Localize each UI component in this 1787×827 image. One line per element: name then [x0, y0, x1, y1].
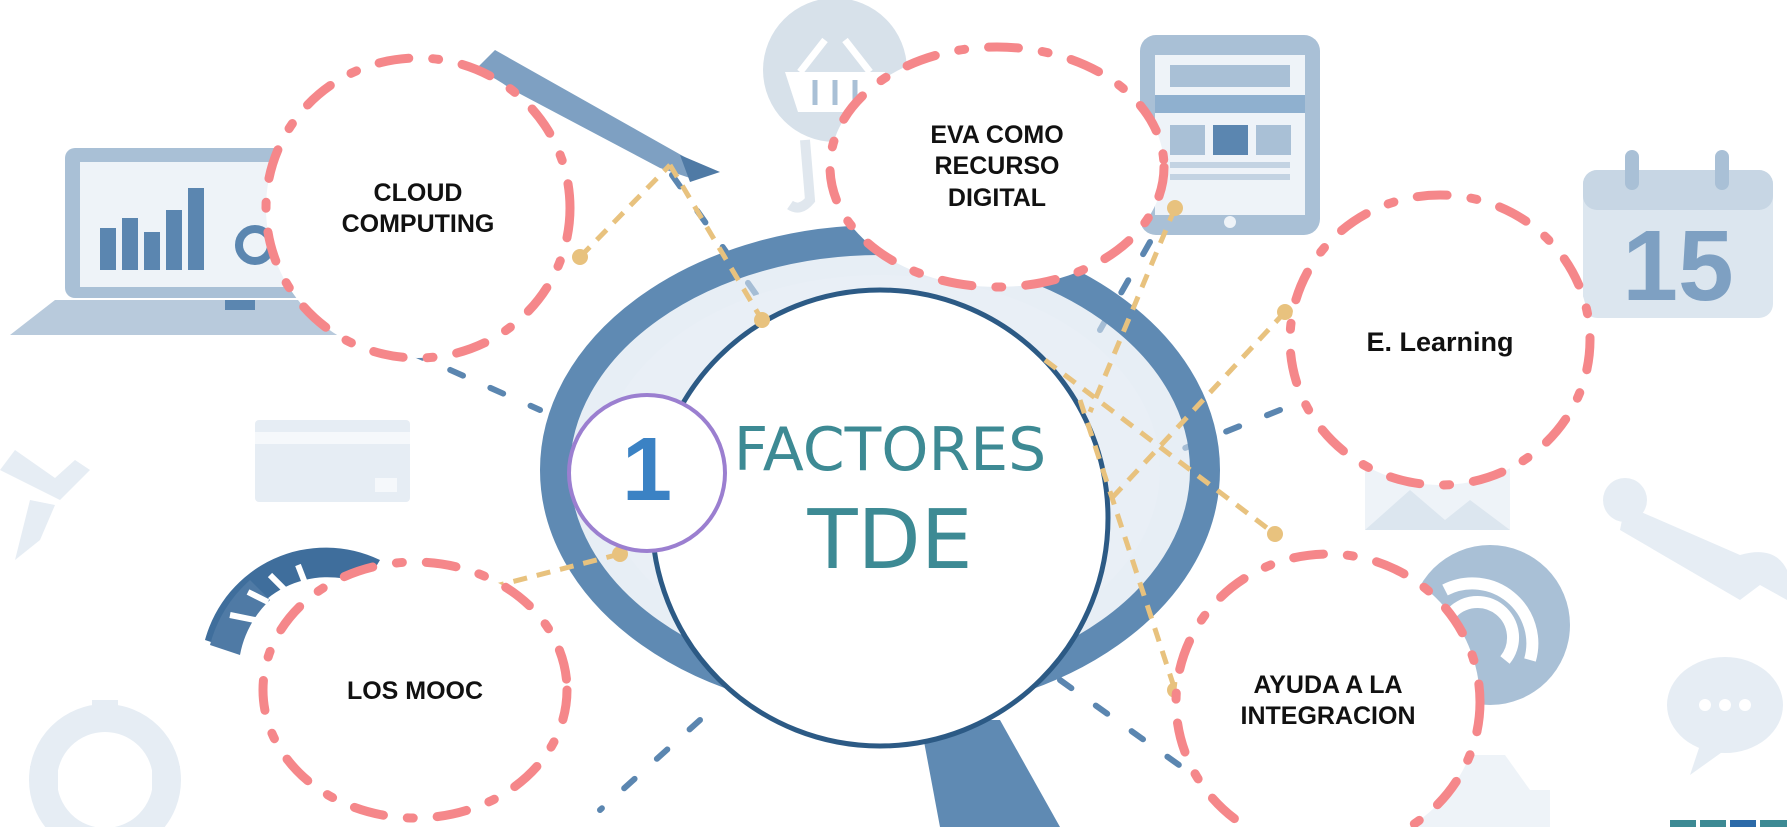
- corner-squares: [1670, 820, 1787, 827]
- bubble-eva: [825, 42, 1169, 292]
- label-cloud-computing: CLOUD COMPUTING: [318, 178, 518, 241]
- bubble-mooc: [258, 557, 572, 823]
- bubble-ayuda: [1171, 549, 1485, 827]
- calendar-icon: 15: [1583, 150, 1773, 322]
- label-line: LOS MOOC: [346, 677, 484, 705]
- label-eva: EVA COMO RECURSO DIGITAL: [897, 120, 1097, 214]
- center-title-line2: TDE: [807, 493, 973, 588]
- label-line: DIGITAL: [947, 183, 1047, 212]
- label-line: EVA COMO: [930, 121, 1064, 149]
- tablet-icon: [1140, 35, 1320, 235]
- label-line: RECURSO: [934, 152, 1060, 181]
- label-line: CLOUD: [373, 179, 463, 207]
- label-ayuda: AYUDA A LA INTEGRACION: [1218, 670, 1438, 733]
- pencil-icon: [475, 50, 720, 182]
- number-circle: [567, 393, 727, 553]
- chat-bubble-icon: [1667, 657, 1783, 775]
- label-line: INTEGRACION: [1240, 702, 1416, 731]
- label-line: COMPUTING: [341, 210, 495, 239]
- gear-icon: [29, 700, 181, 827]
- label-line: AYUDA A LA: [1253, 671, 1403, 699]
- label-line: E. Learning: [1366, 327, 1514, 357]
- laptop-chart-icon: [10, 148, 365, 335]
- factor-number: 1: [621, 420, 673, 520]
- center-title-line1: FACTORES: [733, 415, 1047, 485]
- airplane-icon: [0, 450, 90, 560]
- label-mooc: LOS MOOC: [315, 676, 515, 707]
- bubble-elearning: [1285, 190, 1595, 490]
- speedometer-icon: [205, 547, 380, 655]
- wrench-icon: [1603, 478, 1787, 600]
- label-elearning: E. Learning: [1320, 326, 1560, 360]
- credit-card-icon: [255, 420, 410, 502]
- calendar-day-text: 15: [1622, 210, 1733, 322]
- bubble-cloud-computing: [261, 53, 575, 363]
- connector-dots: [572, 200, 1293, 698]
